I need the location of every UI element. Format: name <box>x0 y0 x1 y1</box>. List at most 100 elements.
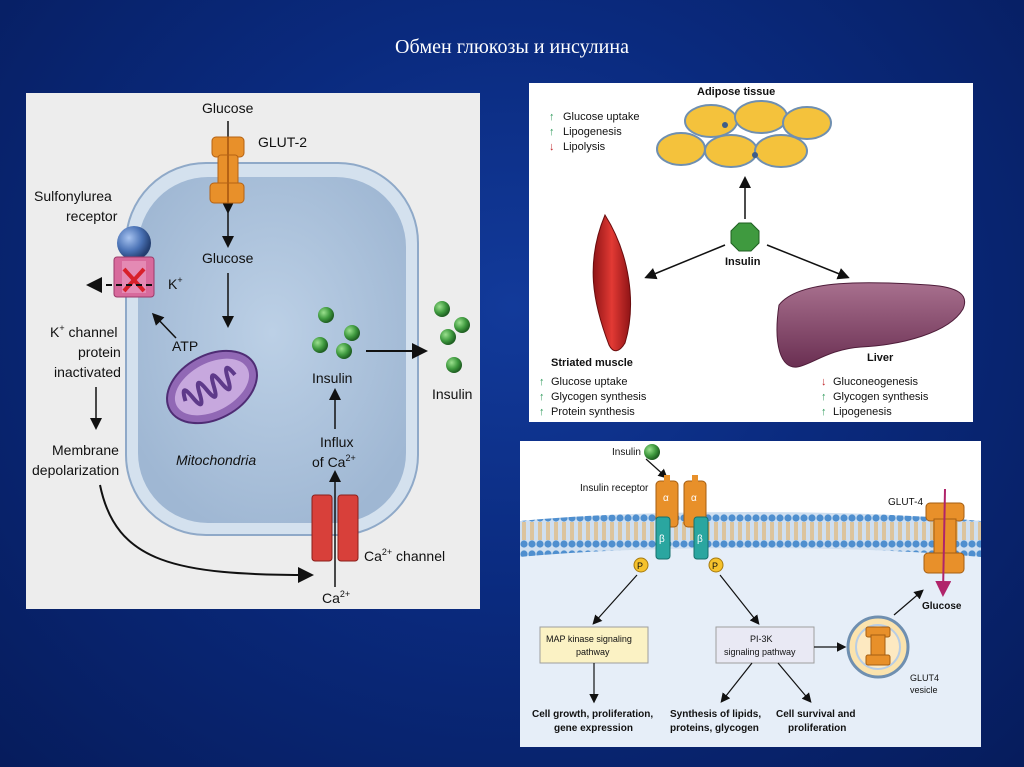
ca-channel <box>311 494 359 562</box>
insulin-receptor-label: Insulin receptor <box>580 483 649 494</box>
influx-label-2: of Ca2+ <box>312 453 356 470</box>
glut2-label: GLUT-2 <box>258 134 307 150</box>
alpha-label-2: α <box>691 493 697 504</box>
vesicle-to-membrane-arrow <box>893 589 924 616</box>
svg-text:Lipogenesis: Lipogenesis <box>833 406 892 418</box>
outcome-synthesis-2: proteins, glycogen <box>670 723 759 734</box>
blocked-x-icon <box>122 267 146 293</box>
alpha-label-1: α <box>663 493 669 504</box>
muscle-image <box>592 213 631 352</box>
svg-text:Glucose uptake: Glucose uptake <box>551 376 627 388</box>
map-kinase-box <box>539 626 649 664</box>
insulin-center-label: Insulin <box>725 256 761 268</box>
beta-label-1: β <box>659 534 665 545</box>
svg-text:Glycogen synthesis: Glycogen synthesis <box>833 391 929 403</box>
pi3k-to-synthesis-arrow <box>720 662 753 703</box>
insulin-signaling-panel: Insulin Insulin receptor α α β β P P MAP… <box>520 441 981 747</box>
k-ion-label: K+ <box>168 275 183 292</box>
glucose-label: Glucose <box>922 601 962 612</box>
liver-effect-2: ↑ Glycogen synthesis <box>821 391 929 403</box>
atp-label: ATP <box>172 338 198 354</box>
adipocyte-cluster <box>656 100 832 168</box>
insulin-octagon <box>730 222 760 252</box>
receptor-alpha-subunits <box>655 475 707 528</box>
insulin-inside-label: Insulin <box>312 370 352 386</box>
svg-text:↓: ↓ <box>821 376 827 388</box>
slide-title: Обмен глюкозы и инсулина <box>395 36 629 58</box>
glut2-transporter <box>209 136 245 204</box>
insulin-label: Insulin <box>612 447 641 458</box>
svg-text:↑: ↑ <box>539 406 545 418</box>
liver-title: Liver <box>867 352 894 364</box>
glut4-vesicle-label-1: GLUT4 <box>910 673 939 683</box>
ca-channel-label: Ca2+ channel <box>364 547 445 564</box>
ca-bottom-label: Ca2+ <box>322 589 350 606</box>
svg-text:Lipogenesis: Lipogenesis <box>563 126 622 138</box>
muscle-effect-1: ↑ Glucose uptake <box>539 376 627 388</box>
svg-text:↑: ↑ <box>549 126 555 138</box>
glucose-top-label: Glucose <box>202 100 254 116</box>
svg-text:↓: ↓ <box>549 141 555 153</box>
svg-text:↑: ↑ <box>539 376 545 388</box>
phosphate-2 <box>708 557 724 573</box>
beta-cell-diagram: Glucose GLUT-2 Glucose Mitochondria ATP … <box>32 100 472 606</box>
sulfonylurea-receptor-ball <box>117 226 151 260</box>
pi3k-to-survival-arrow <box>777 662 812 703</box>
vesicle-glut4-transporter <box>865 626 891 666</box>
glut4-label: GLUT-4 <box>888 497 923 508</box>
insulin-granules-outside <box>434 301 470 373</box>
map-kinase-label-2: pathway <box>576 647 610 657</box>
sulfonylurea-label-2: receptor <box>66 208 118 224</box>
beta-cell-panel: Glucose GLUT-2 Glucose Mitochondria ATP … <box>26 93 480 609</box>
muscle-effect-3: ↑ Protein synthesis <box>539 406 635 418</box>
svg-text:↑: ↑ <box>821 391 827 403</box>
outcome-survival-2: proliferation <box>788 723 846 734</box>
cell-cytoplasm <box>138 177 406 523</box>
svg-text:Gluconeogenesis: Gluconeogenesis <box>833 376 919 388</box>
phosphate-1 <box>633 557 649 573</box>
receptor-beta-subunits <box>655 516 709 560</box>
adipose-title: Adipose tissue <box>697 86 775 98</box>
muscle-title: Striated muscle <box>551 357 633 369</box>
k-channel-label-1: K+ channel <box>50 323 118 340</box>
outcome-survival-1: Cell survival and <box>776 709 855 720</box>
membrane-label-1: Membrane <box>52 442 119 458</box>
liver-image <box>776 282 965 368</box>
outcome-growth-1: Cell growth, proliferation, <box>532 709 653 720</box>
k-channel-label-3: inactivated <box>54 364 121 380</box>
phosphate-2-label: P <box>712 561 718 571</box>
influx-label-1: Influx <box>320 434 353 450</box>
p-to-map-arrow <box>592 574 638 625</box>
beta-label-2: β <box>697 534 703 545</box>
mitochondrion <box>166 349 258 425</box>
outcome-synthesis-1: Synthesis of lipids, <box>670 709 761 720</box>
plasma-membrane <box>520 512 981 557</box>
p-to-pi3k-arrow <box>719 574 760 625</box>
svg-text:Glucose uptake: Glucose uptake <box>563 111 639 123</box>
map-kinase-label-1: MAP kinase signaling <box>546 634 632 644</box>
svg-text:Glycogen synthesis: Glycogen synthesis <box>551 391 647 403</box>
k-channel-label-2: protein <box>78 344 121 360</box>
glucose-inside-label: Glucose <box>202 250 254 266</box>
liver-effect-1: ↓ Gluconeogenesis <box>821 376 919 388</box>
phosphate-1-label: P <box>637 561 643 571</box>
outcome-growth-2: gene expression <box>554 723 633 734</box>
svg-text:↑: ↑ <box>549 111 555 123</box>
insulin-outside-label: Insulin <box>432 386 472 402</box>
insulin-to-liver-arrow <box>766 244 850 280</box>
k-channel <box>113 256 155 298</box>
membrane-label-2: depolarization <box>32 462 119 478</box>
glucose-uptake-arrow <box>935 488 952 597</box>
pi3k-label-2: signaling pathway <box>724 647 796 657</box>
liver-effect-3: ↑ Lipogenesis <box>821 406 892 418</box>
insulin-binding-arrow <box>645 458 668 479</box>
adipose-effect-2: ↑ Lipogenesis <box>549 126 622 138</box>
pi3k-box <box>715 626 815 664</box>
adipose-effect-3: ↓ Lipolysis <box>549 141 606 153</box>
depolarization-curve-arrow <box>99 484 314 583</box>
mitochondria-label: Mitochondria <box>176 452 256 468</box>
muscle-effect-2: ↑ Glycogen synthesis <box>539 391 647 403</box>
glut4-vesicle-label-2: vesicle <box>910 685 938 695</box>
insulin-to-muscle-arrow <box>644 244 726 280</box>
sulfonylurea-label-1: Sulfonylurea <box>34 188 112 204</box>
